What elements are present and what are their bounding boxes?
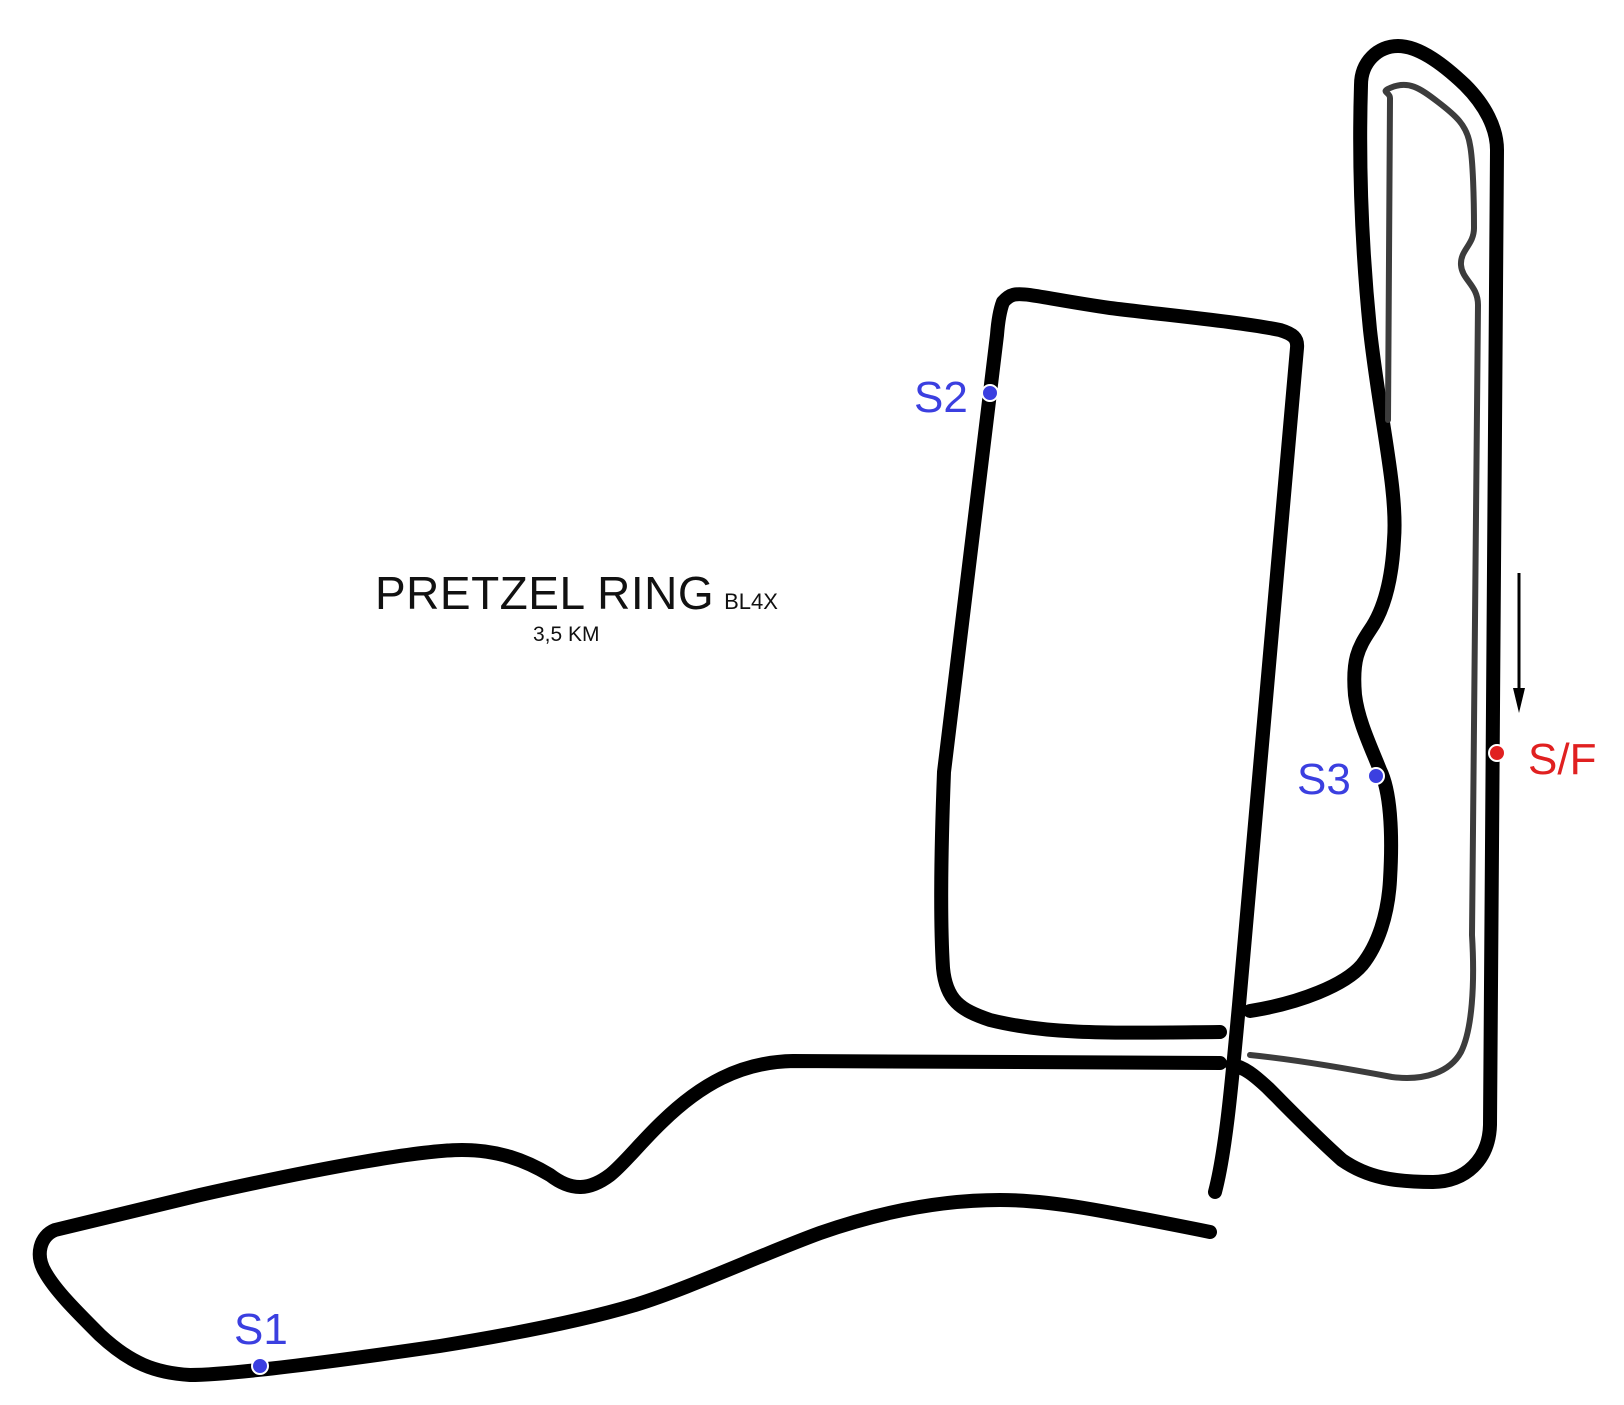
track-outline [32,39,1504,1382]
circuit-title: PRETZEL RING BL4X [375,570,778,616]
s1-marker-dot [251,1357,269,1375]
start-finish-marker-dot [1488,744,1506,762]
circuit-variant: BL4X [724,589,778,614]
s3-label: S3 [1297,755,1351,804]
arrow-down-icon [1513,573,1525,713]
circuit-length: 3,5 KM [533,623,600,646]
s1-label: S1 [234,1305,288,1354]
start-finish-label: S/F [1528,735,1597,784]
s2-marker-dot [981,384,999,402]
circuit-name: PRETZEL RING [375,567,715,619]
s3-marker-dot [1367,767,1385,785]
pit-lane [1247,81,1481,1081]
s2-label: S2 [914,373,968,422]
